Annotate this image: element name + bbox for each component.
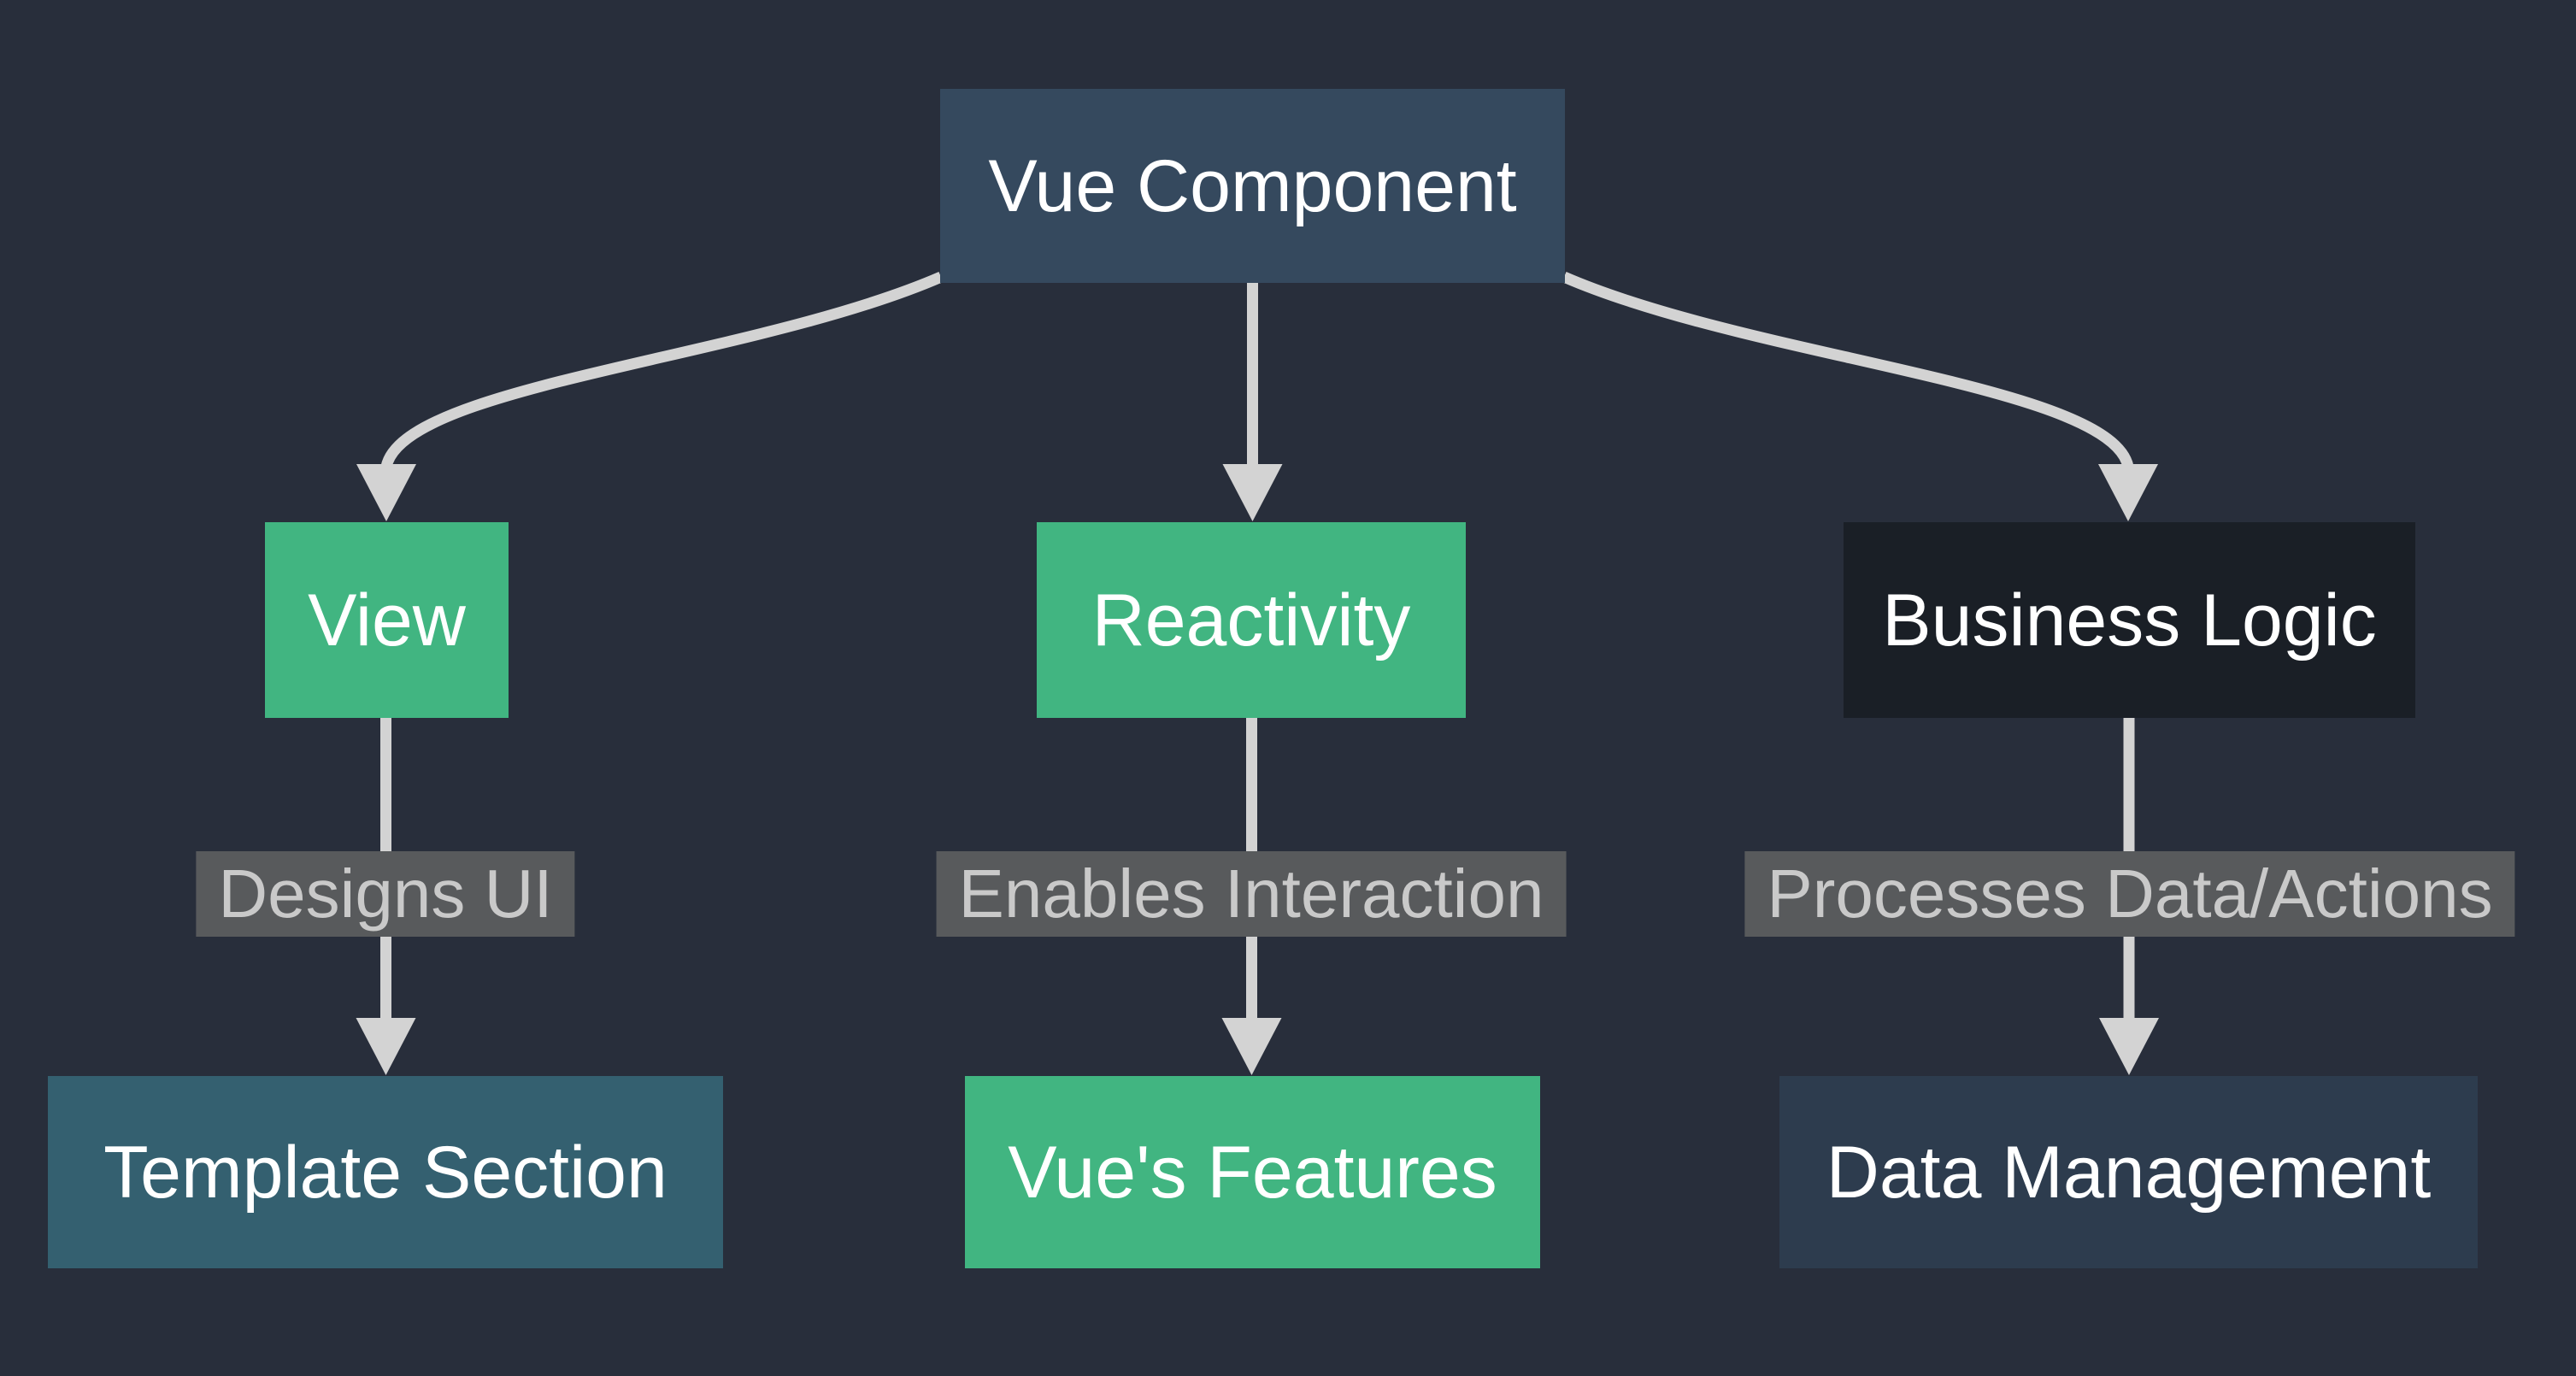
edge-label-text: Designs UI (218, 856, 553, 932)
arrowhead-icon (356, 1018, 416, 1075)
node-business-logic: Business Logic (1844, 522, 2415, 718)
node-label: Template Section (103, 1131, 668, 1214)
node-label: View (308, 579, 466, 662)
edge-vue-component-to-business-logic (1561, 272, 2134, 468)
edge-label-enables-interaction: Enables Interaction (936, 851, 1567, 937)
node-data-management: Data Management (1779, 1076, 2478, 1268)
arrowhead-icon (1222, 464, 1283, 521)
node-label: Business Logic (1882, 579, 2377, 662)
node-label: Vue Component (988, 144, 1517, 227)
arrowhead-icon (2099, 1018, 2159, 1075)
node-template-section: Template Section (48, 1076, 723, 1268)
edge-vue-component-to-view (380, 272, 944, 468)
node-label: Vue's Features (1008, 1131, 1497, 1214)
arrowhead-icon (2098, 464, 2158, 521)
edge-label-text: Enables Interaction (958, 856, 1544, 932)
node-vue-component: Vue Component (940, 89, 1565, 283)
edge-label-text: Processes Data/Actions (1767, 856, 2493, 932)
node-view: View (265, 522, 509, 718)
arrowhead-icon (356, 464, 416, 521)
edge-label-processes-data-actions: Processes Data/Actions (1744, 851, 2515, 937)
node-label: Data Management (1826, 1131, 2432, 1214)
node-label: Reactivity (1091, 579, 1411, 662)
edge-label-designs-ui: Designs UI (196, 851, 575, 937)
node-vues-features: Vue's Features (965, 1076, 1540, 1268)
arrowhead-icon (1221, 1018, 1282, 1075)
node-reactivity: Reactivity (1037, 522, 1466, 718)
